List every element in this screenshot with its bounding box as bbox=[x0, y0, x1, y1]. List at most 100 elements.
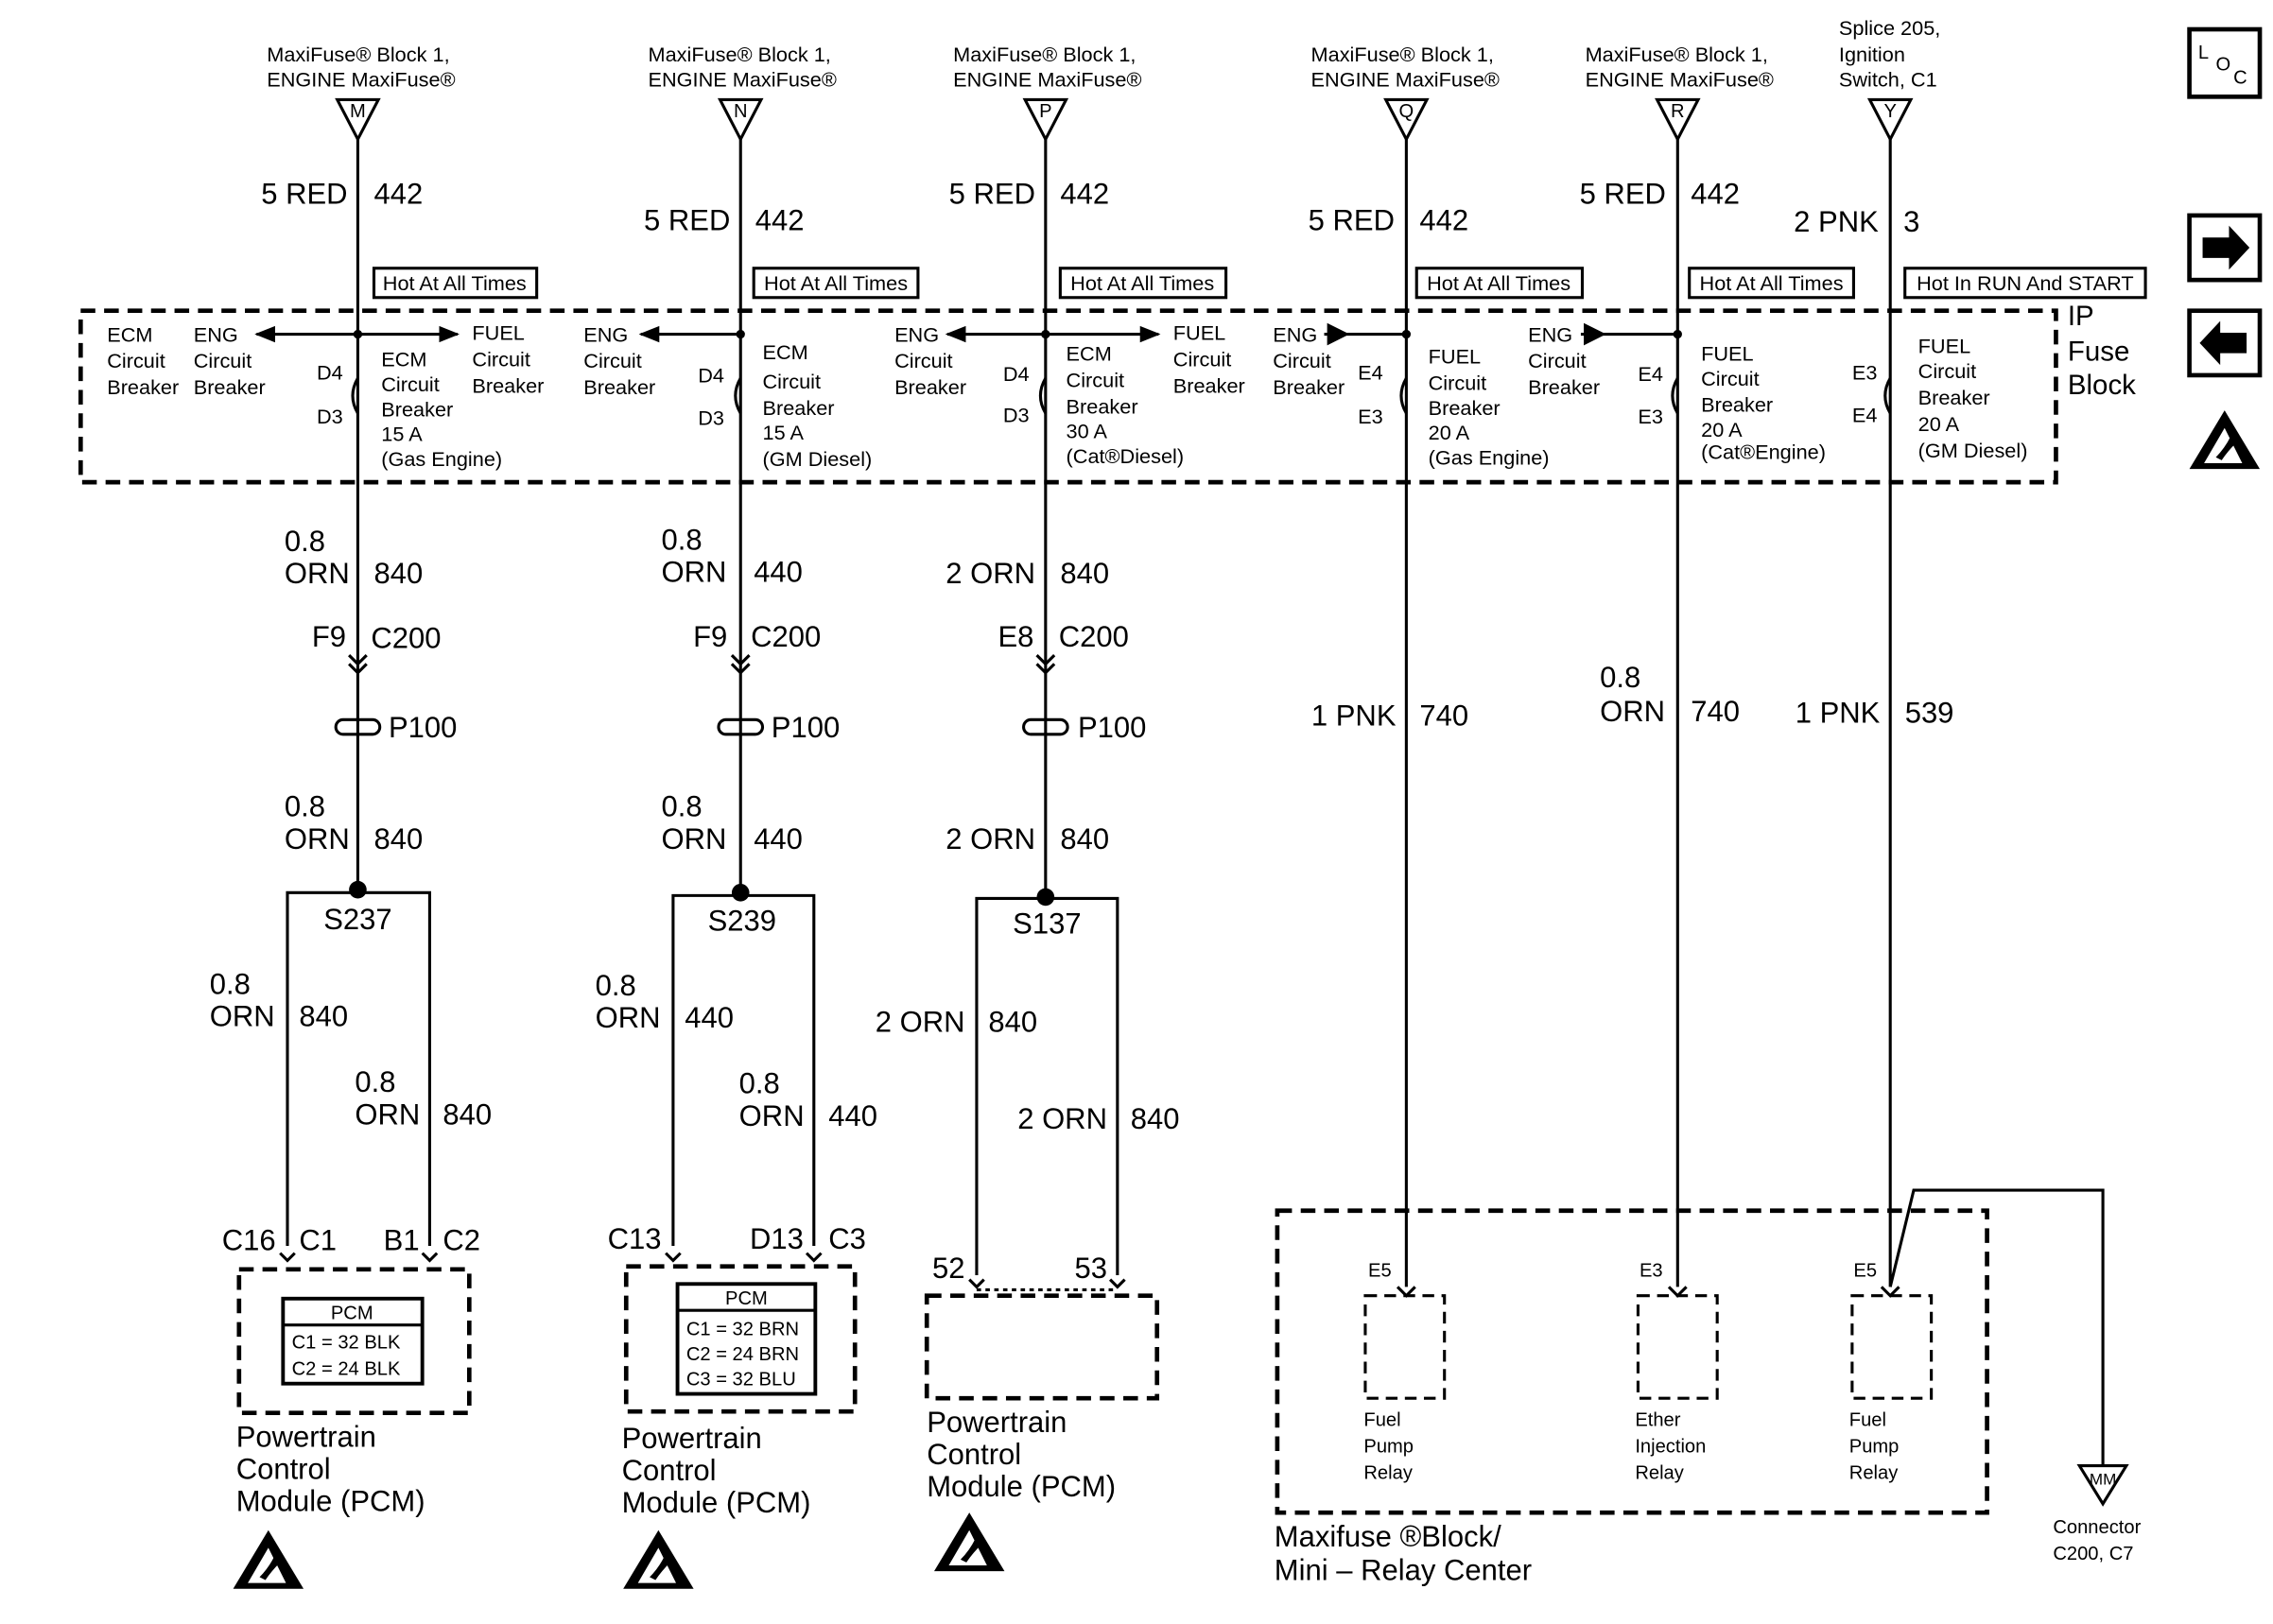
source-label: MaxiFuse® Block 1, bbox=[649, 43, 831, 66]
hot-label: Hot At All Times bbox=[383, 271, 527, 295]
breaker-label: Breaker bbox=[894, 375, 966, 399]
wire-color: ORN bbox=[739, 1099, 805, 1132]
splice-label: S237 bbox=[323, 903, 391, 936]
wire-gauge: 0.8 bbox=[210, 967, 251, 1000]
wire-color: ORN bbox=[661, 822, 726, 855]
pcm-table-row: C1 = 32 BRN bbox=[686, 1320, 799, 1340]
breaker-label: (Cat®Engine) bbox=[1701, 440, 1826, 463]
module-pin: C3 bbox=[828, 1222, 866, 1255]
breaker-label: Circuit bbox=[472, 348, 530, 371]
wire-gauge: 2 ORN bbox=[946, 557, 1035, 590]
grommet-label: P100 bbox=[389, 711, 457, 744]
circuit-number: 442 bbox=[1419, 203, 1468, 236]
source-label: MaxiFuse® Block 1, bbox=[1586, 43, 1768, 66]
breaker-label: Breaker bbox=[1701, 393, 1773, 417]
connector-pin: F9 bbox=[312, 620, 346, 653]
relay-center-label: Maxifuse ®Block/ bbox=[1275, 1520, 1501, 1553]
esd-warning-icon bbox=[933, 1512, 1005, 1572]
breaker-label: Circuit bbox=[381, 372, 440, 396]
breaker-label: ECM bbox=[1067, 341, 1112, 365]
loc-icon[interactable] bbox=[2187, 26, 2263, 99]
relay-name: Fuel bbox=[1363, 1410, 1400, 1431]
source-label: ENGINE MaxiFuse® bbox=[953, 67, 1141, 91]
circuit-number: 440 bbox=[754, 822, 803, 855]
module-name: Powertrain bbox=[622, 1422, 762, 1455]
pin-label: E3 bbox=[1358, 405, 1383, 428]
circuit-number: 840 bbox=[299, 999, 348, 1032]
connector-name: C200 bbox=[751, 620, 821, 653]
pin-label: E3 bbox=[1638, 405, 1663, 428]
breaker-rating: 30 A bbox=[1067, 420, 1108, 443]
module-pin: 53 bbox=[1074, 1252, 1106, 1285]
pcm-table-row: C1 = 32 BLK bbox=[292, 1333, 401, 1354]
wire-gauge: 0.8 bbox=[596, 969, 636, 1002]
connector-name: C200 bbox=[371, 621, 441, 654]
breaker-label: FUEL bbox=[1429, 345, 1481, 369]
breaker-label: (GM Diesel) bbox=[763, 447, 873, 471]
module-name: Powertrain bbox=[927, 1406, 1067, 1439]
wire-gauge: 2 PNK bbox=[1794, 205, 1879, 238]
wire-color: ORN bbox=[285, 557, 350, 590]
wire-gauge: 2 ORN bbox=[1017, 1102, 1107, 1135]
breaker-rating: 15 A bbox=[381, 423, 423, 446]
wire-gauge: 0.8 bbox=[661, 523, 702, 556]
breaker-label: Circuit bbox=[107, 349, 165, 372]
wire-gauge: 2 ORN bbox=[876, 1006, 965, 1039]
breaker-label: FUEL bbox=[472, 321, 524, 345]
pin-label: D4 bbox=[317, 361, 343, 385]
source-letter-n: N bbox=[734, 101, 748, 122]
hot-label: Hot In RUN And START bbox=[1917, 271, 2134, 295]
connector-letter: MM bbox=[2090, 1471, 2116, 1489]
module-name: Control bbox=[622, 1454, 717, 1487]
hot-label: Hot At All Times bbox=[764, 271, 908, 295]
arrow-left-icon[interactable] bbox=[2187, 308, 2263, 378]
source-letter-p: P bbox=[1039, 101, 1051, 122]
breaker-label: ECM bbox=[763, 340, 808, 364]
circuit-number: 442 bbox=[755, 203, 805, 236]
breaker-label: Circuit bbox=[1701, 367, 1760, 390]
relay-pin: E3 bbox=[1640, 1261, 1663, 1282]
circuit-number: 840 bbox=[373, 822, 423, 855]
relay-center-label: Mini – Relay Center bbox=[1275, 1553, 1532, 1586]
breaker-label: ENG bbox=[894, 322, 939, 346]
breaker-rating: 20 A bbox=[1429, 421, 1470, 444]
esd-warning-icon bbox=[2189, 410, 2261, 470]
relay-name: Injection bbox=[1635, 1437, 1706, 1458]
module-name: Powertrain bbox=[236, 1420, 376, 1453]
ip-fuse-block-label: Block bbox=[2068, 370, 2136, 401]
source-label: ENGINE MaxiFuse® bbox=[1586, 67, 1774, 91]
esd-warning-icon bbox=[233, 1529, 304, 1589]
module-name: Module (PCM) bbox=[622, 1486, 811, 1519]
arrow-right-icon[interactable] bbox=[2187, 213, 2263, 283]
source-letter-m: M bbox=[350, 101, 366, 122]
circuit-number: 440 bbox=[685, 1001, 734, 1034]
relay-name: Pump bbox=[1363, 1437, 1414, 1458]
module-name: Module (PCM) bbox=[927, 1470, 1116, 1503]
grommet-label: P100 bbox=[1078, 711, 1146, 744]
breaker-label: Breaker bbox=[1173, 374, 1245, 398]
module-pin: B1 bbox=[384, 1224, 420, 1257]
breaker-label: Circuit bbox=[1173, 348, 1232, 371]
breaker-label: ECM bbox=[381, 348, 426, 371]
breaker-label: (Cat®Diesel) bbox=[1067, 444, 1185, 468]
relay-pin: E5 bbox=[1368, 1261, 1392, 1282]
breaker-label: Circuit bbox=[194, 349, 252, 372]
pcm-table-row: C2 = 24 BLK bbox=[292, 1358, 401, 1379]
breaker-label: Breaker bbox=[472, 374, 544, 398]
connector-name: C200 bbox=[1059, 620, 1129, 653]
relay-name: Pump bbox=[1849, 1437, 1900, 1458]
splice-source-label: Switch, C1 bbox=[1839, 67, 1937, 91]
splice-label: S137 bbox=[1013, 907, 1081, 941]
pin-label: E4 bbox=[1358, 361, 1383, 385]
pin-label: E4 bbox=[1638, 362, 1663, 386]
source-label: MaxiFuse® Block 1, bbox=[267, 43, 449, 66]
breaker-label: FUEL bbox=[1173, 321, 1225, 345]
wire-color: ORN bbox=[285, 822, 350, 855]
connector-label: C200, C7 bbox=[2053, 1544, 2133, 1564]
circuit-number: 840 bbox=[1131, 1102, 1180, 1135]
connector-label: Connector bbox=[2053, 1517, 2141, 1538]
circuit-number: 740 bbox=[1691, 695, 1740, 728]
breaker-label: Breaker bbox=[763, 396, 835, 420]
pin-label: D4 bbox=[1003, 362, 1030, 386]
